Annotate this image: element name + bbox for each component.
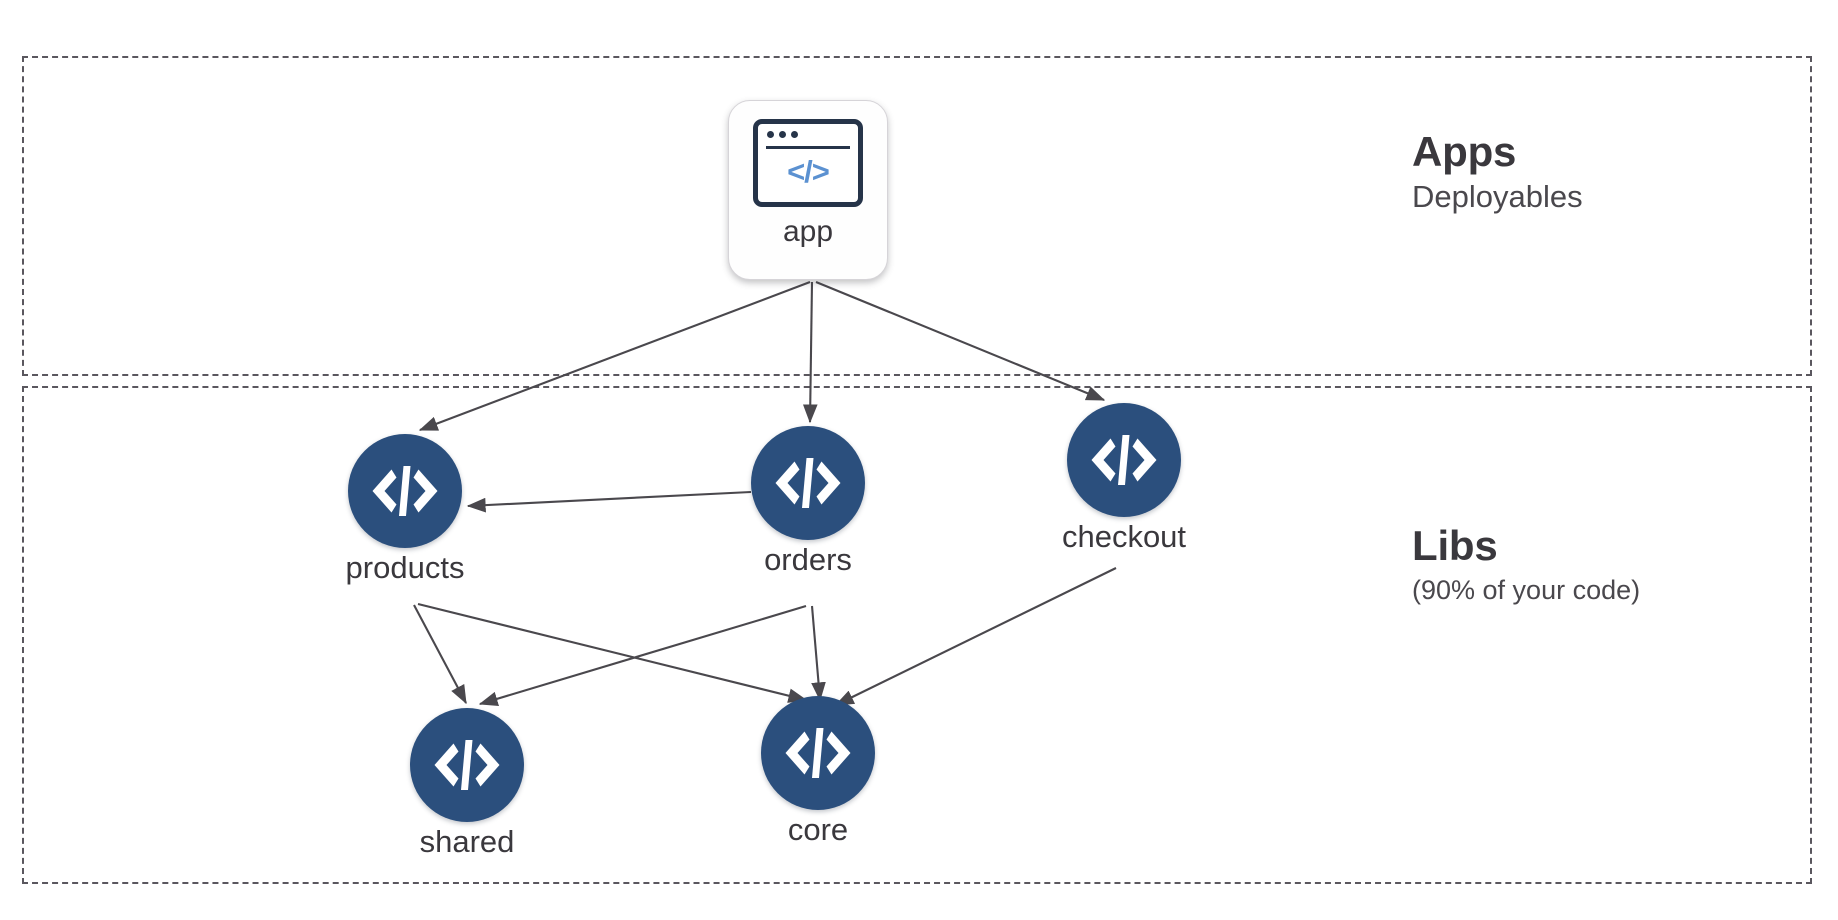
node-checkout-label: checkout bbox=[1061, 519, 1187, 554]
node-orders-label: orders bbox=[764, 542, 852, 577]
node-shared-label: shared bbox=[419, 824, 515, 859]
browser-code-icon: </> bbox=[753, 119, 863, 207]
zone-apps-subtitle: Deployables bbox=[1412, 179, 1583, 215]
node-core[interactable]: core bbox=[761, 696, 875, 845]
node-products[interactable]: products bbox=[346, 434, 464, 583]
node-shared[interactable]: shared bbox=[410, 708, 524, 857]
code-icon bbox=[1067, 403, 1181, 517]
node-app[interactable]: </> app bbox=[728, 100, 888, 280]
code-icon bbox=[751, 426, 865, 540]
zone-libs-title: Libs bbox=[1412, 522, 1498, 569]
node-core-label: core bbox=[787, 812, 849, 847]
code-icon bbox=[348, 434, 462, 548]
window-dots-icon bbox=[767, 131, 798, 138]
node-app-label: app bbox=[782, 215, 834, 248]
window-titlebar-rule bbox=[766, 146, 850, 149]
node-orders[interactable]: orders bbox=[751, 426, 865, 575]
node-checkout[interactable]: checkout bbox=[1062, 403, 1186, 552]
code-glyph: </> bbox=[787, 153, 830, 189]
node-products-label: products bbox=[345, 550, 465, 585]
zone-apps-title: Apps bbox=[1412, 128, 1517, 175]
zone-libs bbox=[22, 386, 1812, 884]
zone-libs-subtitle: (90% of your code) bbox=[1412, 575, 1641, 606]
code-icon bbox=[410, 708, 524, 822]
code-icon bbox=[761, 696, 875, 810]
zone-apps-caption: Apps Deployables bbox=[1412, 128, 1583, 217]
zone-libs-caption: Libs (90% of your code) bbox=[1412, 522, 1641, 608]
